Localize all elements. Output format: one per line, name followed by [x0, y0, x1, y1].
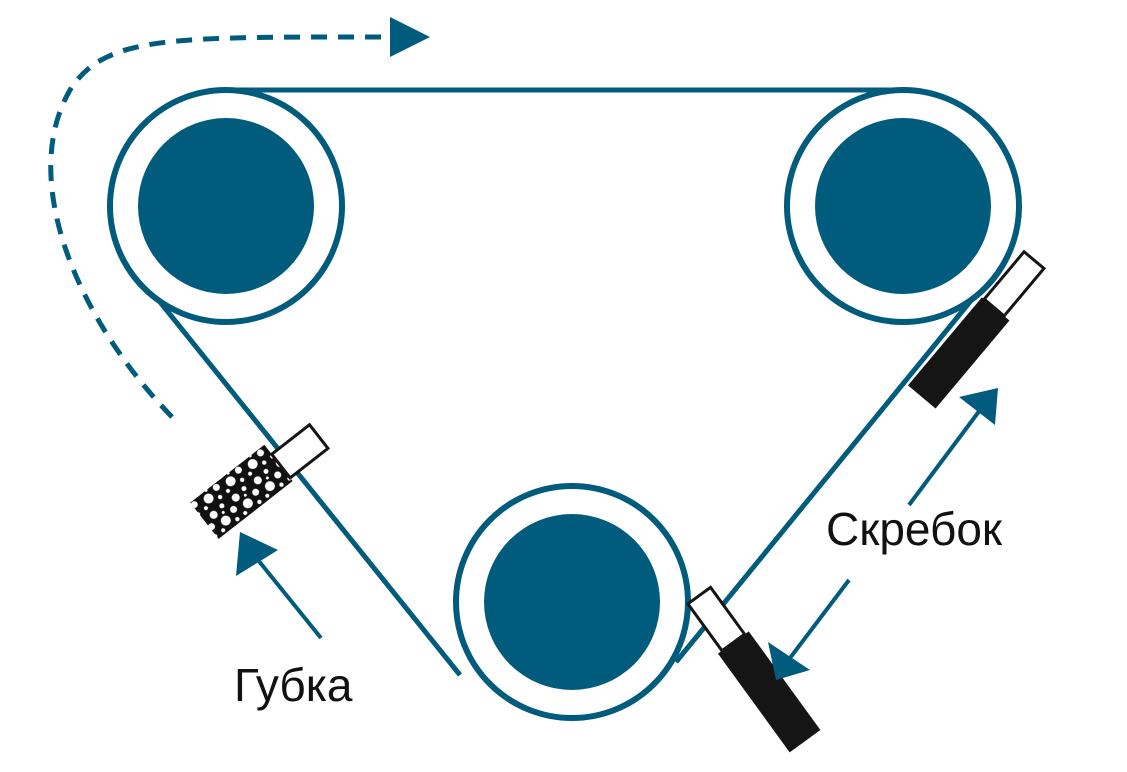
scraper-lower [685, 585, 821, 753]
roller-bottom [453, 483, 691, 721]
roller-top-left [107, 87, 345, 325]
scraper-label: Скребок [826, 503, 1003, 555]
sponge-material [190, 444, 293, 539]
arrow-icon [768, 578, 851, 680]
conveyor-belt [158, 87, 1002, 677]
arrow-icon [907, 388, 998, 507]
dashed-arrow-icon [48, 17, 430, 419]
belt-left-segment [158, 300, 462, 677]
arrow-icon [236, 532, 323, 640]
sponge-holder [269, 422, 331, 481]
sponge [190, 422, 331, 539]
roller-top-right [784, 87, 1022, 325]
sponge-label: Губка [234, 659, 353, 711]
scraper-upper [907, 249, 1047, 409]
belt-right-segment [674, 263, 1002, 664]
